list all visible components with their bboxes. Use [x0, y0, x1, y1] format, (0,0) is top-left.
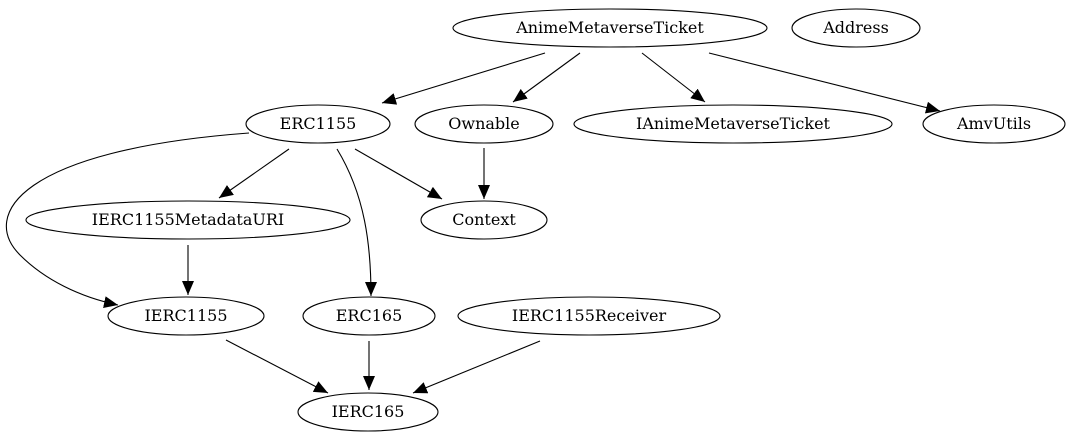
edge-erc1155-to-ierc1155 [5, 132, 250, 308]
node-label: ERC1155 [280, 114, 357, 133]
edge-arrow [708, 52, 941, 114]
edge-anime-metaverse-ticket-to-i-anime-metaverse-ticket [641, 52, 706, 103]
node-address: Address [791, 8, 921, 48]
node-label: ERC165 [336, 306, 403, 325]
node-ierc1155-metadata-uri: IERC1155MetadataURI [25, 200, 351, 240]
edge-arrow [5, 132, 250, 308]
node-ellipse [420, 200, 548, 240]
edge-erc1155-to-ierc1155-metadata-uri [218, 148, 290, 199]
node-ellipse [302, 296, 436, 336]
node-label: IAnimeMetaverseTicket [636, 114, 831, 133]
node-ellipse [922, 104, 1066, 144]
edge-ierc1155-receiver-to-ierc165 [412, 340, 541, 394]
node-erc165: ERC165 [302, 296, 436, 336]
edge-anime-metaverse-ticket-to-erc1155 [381, 52, 546, 105]
edge-arrow [354, 148, 443, 200]
edge-erc1155-to-context [354, 148, 443, 200]
node-label: IERC1155Receiver [512, 306, 667, 325]
node-ellipse [25, 200, 351, 240]
edge-arrow [225, 339, 329, 394]
node-erc1155: ERC1155 [245, 104, 391, 144]
node-label: AmvUtils [956, 114, 1031, 133]
node-ellipse [245, 104, 391, 144]
node-amv-utils: AmvUtils [922, 104, 1066, 144]
node-i-anime-metaverse-ticket: IAnimeMetaverseTicket [573, 104, 893, 144]
edge-arrow [641, 52, 706, 103]
edge-arrow [218, 148, 290, 199]
edge-arrow [381, 52, 546, 105]
edge-erc1155-to-erc165 [336, 148, 377, 297]
node-ellipse [107, 296, 265, 336]
node-ierc1155: IERC1155 [107, 296, 265, 336]
edge-ierc1155-to-ierc165 [225, 339, 329, 394]
node-label: IERC165 [332, 402, 405, 421]
node-label: IERC1155 [144, 306, 227, 325]
node-ellipse [457, 296, 721, 336]
node-ellipse [297, 392, 439, 432]
edge-arrow [412, 340, 541, 394]
node-ownable: Ownable [414, 104, 554, 144]
node-ellipse [791, 8, 921, 48]
node-ellipse [452, 8, 768, 48]
edge-arrow [512, 52, 581, 103]
node-ellipse [414, 104, 554, 144]
node-label: Ownable [448, 114, 519, 133]
edge-arrow [336, 148, 377, 297]
node-label: AnimeMetaverseTicket [515, 18, 704, 37]
node-label: Context [452, 210, 516, 229]
node-anime-metaverse-ticket: AnimeMetaverseTicket [452, 8, 768, 48]
node-ierc1155-receiver: IERC1155Receiver [457, 296, 721, 336]
node-context: Context [420, 200, 548, 240]
edges-layer [5, 52, 941, 394]
node-label: Address [822, 18, 889, 37]
edge-anime-metaverse-ticket-to-ownable [512, 52, 581, 103]
edge-anime-metaverse-ticket-to-amv-utils [708, 52, 941, 114]
node-ierc165: IERC165 [297, 392, 439, 432]
node-ellipse [573, 104, 893, 144]
node-label: IERC1155MetadataURI [92, 210, 284, 229]
